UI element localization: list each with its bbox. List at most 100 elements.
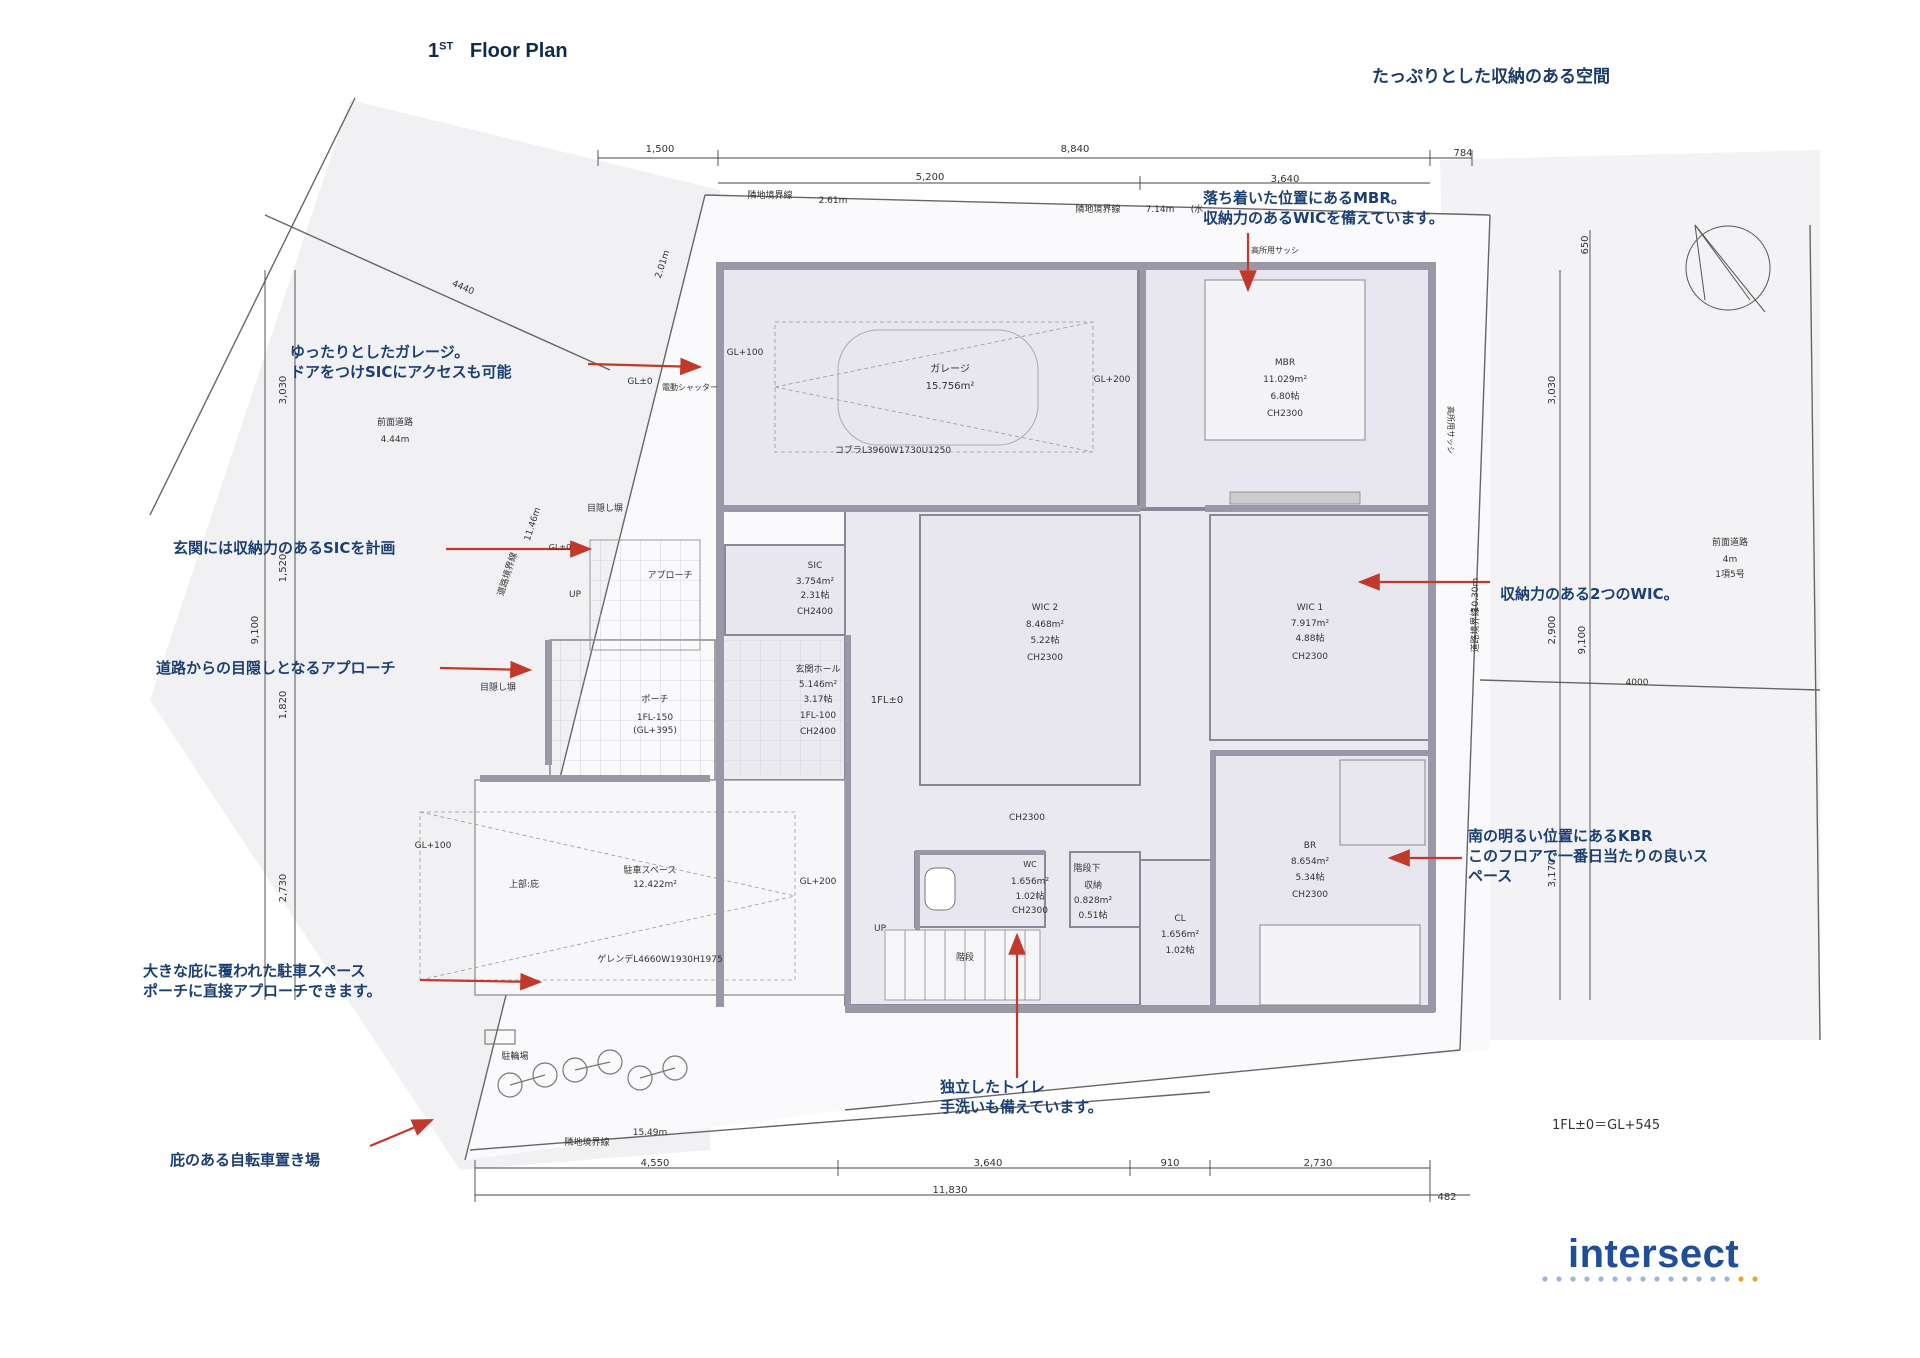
dim-right-2900: 2,900 xyxy=(1547,616,1558,645)
up-label-1: UP xyxy=(569,590,582,600)
garage-car-label: コブラL3960W1730U1250 xyxy=(835,444,951,456)
bike-parking-label: 駐輪場 xyxy=(501,1050,528,1062)
dim-right-3170: 3,170 xyxy=(1547,859,1558,888)
wic1-label: WIC 1 xyxy=(1297,603,1323,613)
corridor-ch: CH2300 xyxy=(1009,813,1045,823)
note-approach: 道路からの目隠しとなるアプローチ xyxy=(156,659,396,677)
porch-label: ポーチ xyxy=(641,694,668,705)
garage-label: ガレージ xyxy=(930,363,970,375)
cl-tatami: 1.02帖 xyxy=(1165,944,1194,956)
wic1-ch: CH2300 xyxy=(1292,652,1328,662)
front-road-right-number: 1項5号 xyxy=(1715,569,1744,580)
storage-area: 0.828m² xyxy=(1074,896,1113,906)
hall-label: 玄関ホール xyxy=(795,663,840,675)
dim-top-3640: 3,640 xyxy=(1271,174,1300,185)
dim-right-3030: 3,030 xyxy=(1547,376,1558,405)
front-road-right: 前面道路 xyxy=(1712,536,1748,548)
boundary-top-2-len: 7.14m xyxy=(1146,205,1175,215)
dim-top-8840: 8,840 xyxy=(1061,144,1090,155)
front-road-left: 前面道路 xyxy=(377,416,413,428)
br-desk xyxy=(1339,759,1426,846)
sic-tatami: 2.31帖 xyxy=(800,589,829,601)
up-label-2: UP xyxy=(874,924,887,934)
gl100-parking: GL+100 xyxy=(415,841,452,851)
porch-gl: (GL+395) xyxy=(633,726,677,736)
storage-label: 収納 xyxy=(1084,879,1102,891)
parking-area xyxy=(474,779,846,996)
note-bicycle: 庇のある自転車置き場 xyxy=(170,1151,321,1169)
boundary-bottom: 隣地境界線 xyxy=(564,1136,609,1148)
hall-area: 5.146m² xyxy=(799,680,838,690)
garage-room xyxy=(719,267,1139,509)
br-area: 8.654m² xyxy=(1291,857,1330,867)
wic2-room xyxy=(919,514,1141,786)
arrow-approach xyxy=(439,660,533,679)
title-sup: ST xyxy=(439,40,454,53)
dim-4000: 4000 xyxy=(1626,678,1649,688)
note-kbr: 南の明るい位置にあるKBR このフロアで一番日当たりの良いス ペース xyxy=(1468,826,1708,886)
gl0-approach: GL±0 xyxy=(549,543,571,552)
page-title: 1ST Floor Plan xyxy=(428,40,568,63)
dim-top-5200: 5,200 xyxy=(916,172,945,183)
br-ch: CH2300 xyxy=(1292,890,1328,900)
wic1-room xyxy=(1209,514,1431,741)
hall-tatami: 3.17帖 xyxy=(803,693,832,705)
note-parking: 大きな庇に覆われた駐車スペース ポーチに直接アプローチできます。 xyxy=(143,961,382,1001)
under-stair-label: 階段下 xyxy=(1073,862,1100,874)
mbr-shelf xyxy=(1229,491,1361,505)
parking-label: 駐車スペース xyxy=(624,864,677,876)
note-wic: 収納力のある2つのWIC。 xyxy=(1500,585,1679,603)
note-garage-line1: ゆったりとしたガレージ。 xyxy=(290,343,470,361)
hall-fl: 1FL-100 xyxy=(800,711,836,721)
hall-ch: CH2400 xyxy=(800,727,836,737)
road-right-area xyxy=(1440,150,1820,1040)
arrow-garage xyxy=(587,357,703,376)
arrow-bicycle xyxy=(369,1118,435,1148)
note-kbr-line3: ペース xyxy=(1468,867,1513,885)
wc-tatami: 1.02帖 xyxy=(1015,890,1044,902)
wic2-ch: CH2300 xyxy=(1027,653,1063,663)
wc-area: 1.656m² xyxy=(1011,877,1050,887)
high-window-label-2: 高所用サッシ xyxy=(1446,406,1456,454)
note-toilet: 独立したトイレ 手洗いも備えています。 xyxy=(940,1077,1103,1117)
note-toilet-line1: 独立したトイレ xyxy=(940,1078,1046,1096)
mbr-tatami: 6.80帖 xyxy=(1270,390,1299,402)
dim-left-1820: 1,820 xyxy=(278,691,289,720)
eaves-label: 上部:庇 xyxy=(509,878,539,890)
dim-bot-2730: 2,730 xyxy=(1304,1158,1333,1169)
cl-label: CL xyxy=(1174,914,1185,924)
dim-left-2730: 2,730 xyxy=(278,874,289,903)
mbr-ch: CH2300 xyxy=(1267,409,1303,419)
sic-ch: CH2400 xyxy=(797,607,833,617)
porch-tiles xyxy=(549,639,716,781)
page-heading: たっぷりとした収納のある空間 xyxy=(1372,67,1610,87)
boundary-top-len: 2.61m xyxy=(819,196,848,206)
sic-area: 3.754m² xyxy=(796,577,835,587)
screen-wall-label: 目隠し塀 xyxy=(587,502,623,514)
wic1-area: 7.917m² xyxy=(1291,619,1330,629)
front-road-left-width: 4.44m xyxy=(381,435,410,445)
stairs-label: 階段 xyxy=(956,951,974,963)
title-main: Floor Plan xyxy=(469,40,568,62)
dim-bot-3640: 3,640 xyxy=(974,1158,1003,1169)
wc-label: WC xyxy=(1023,860,1037,869)
cl-room xyxy=(1139,859,1216,1011)
approach-tiles xyxy=(589,539,701,651)
road-boundary-right: 道路境界線 xyxy=(1469,607,1481,652)
note-garage-line2: ドアをつけSICにアクセスも可能 xyxy=(290,363,512,381)
front-road-right-width: 4m xyxy=(1723,555,1738,565)
wc-ch: CH2300 xyxy=(1012,906,1048,916)
note-kbr-line2: このフロアで一番日当たりの良いス xyxy=(1468,847,1709,865)
dim-bot-4550: 4,550 xyxy=(641,1158,670,1169)
water-label: (水 xyxy=(1191,203,1204,215)
parking-area-label: 12.422m² xyxy=(633,880,677,890)
dim-left-1520: 1,520 xyxy=(278,554,289,583)
cl-area: 1.656m² xyxy=(1161,930,1200,940)
note-mbr: 落ち着いた位置にあるMBR。 収納力のあるWICを備えています。 xyxy=(1203,188,1444,228)
gl200-garage: GL+200 xyxy=(1094,375,1131,385)
boundary-bottom-len: 15.49m xyxy=(633,1128,668,1138)
note-garage: ゆったりとしたガレージ。 ドアをつけSICにアクセスも可能 xyxy=(290,342,512,382)
dim-left-9100: 9,100 xyxy=(250,616,261,645)
br-tatami: 5.34帖 xyxy=(1295,871,1324,883)
storage-tatami: 0.51帖 xyxy=(1078,909,1107,921)
